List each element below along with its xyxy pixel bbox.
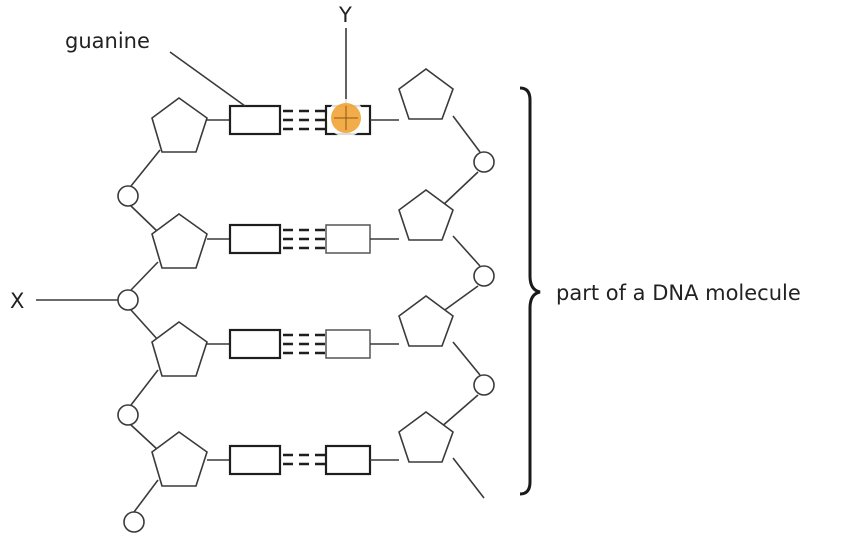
sugar-pentagon [398, 189, 454, 241]
phosphate-circle [123, 511, 145, 533]
left-phosphates [117, 185, 145, 533]
x-label: X [10, 289, 24, 313]
phosphate-circle [473, 151, 495, 173]
sugar-pentagon [151, 97, 208, 153]
cursor-marker [327, 99, 365, 137]
base-right [325, 329, 371, 359]
molecule-label: part of a DNA molecule [556, 281, 801, 305]
base-right [325, 224, 371, 254]
left-backbone [130, 149, 161, 513]
base-left [228, 223, 282, 255]
sugar-pentagon [398, 68, 454, 120]
phosphate-circle [473, 265, 495, 287]
sugar-pentagon [151, 213, 208, 269]
phosphate-circle [117, 404, 139, 426]
base-left [228, 444, 282, 476]
base-left [228, 328, 282, 360]
left-sugars [151, 97, 208, 487]
phosphate-circle [473, 374, 495, 396]
base-pair-row-3 [207, 328, 399, 360]
base-pair-row-2 [207, 223, 399, 255]
base-pair-row-4 [207, 444, 399, 476]
guanine-label: guanine [65, 29, 150, 53]
base-right [324, 444, 372, 476]
base-pair-row-1 [207, 104, 399, 136]
molecule-brace [519, 86, 541, 496]
right-sugars [398, 68, 454, 463]
phosphate-circle [117, 185, 139, 207]
y-label: Y [338, 3, 352, 27]
sugar-pentagon [151, 431, 208, 487]
right-backbone [439, 115, 485, 499]
right-phosphates [473, 151, 495, 396]
sugar-pentagon [151, 321, 208, 377]
guanine-leader-line [169, 51, 246, 107]
sugar-pentagon [398, 295, 454, 347]
base-left [228, 104, 282, 136]
phosphate-circle [117, 289, 139, 311]
sugar-pentagon [398, 411, 454, 463]
